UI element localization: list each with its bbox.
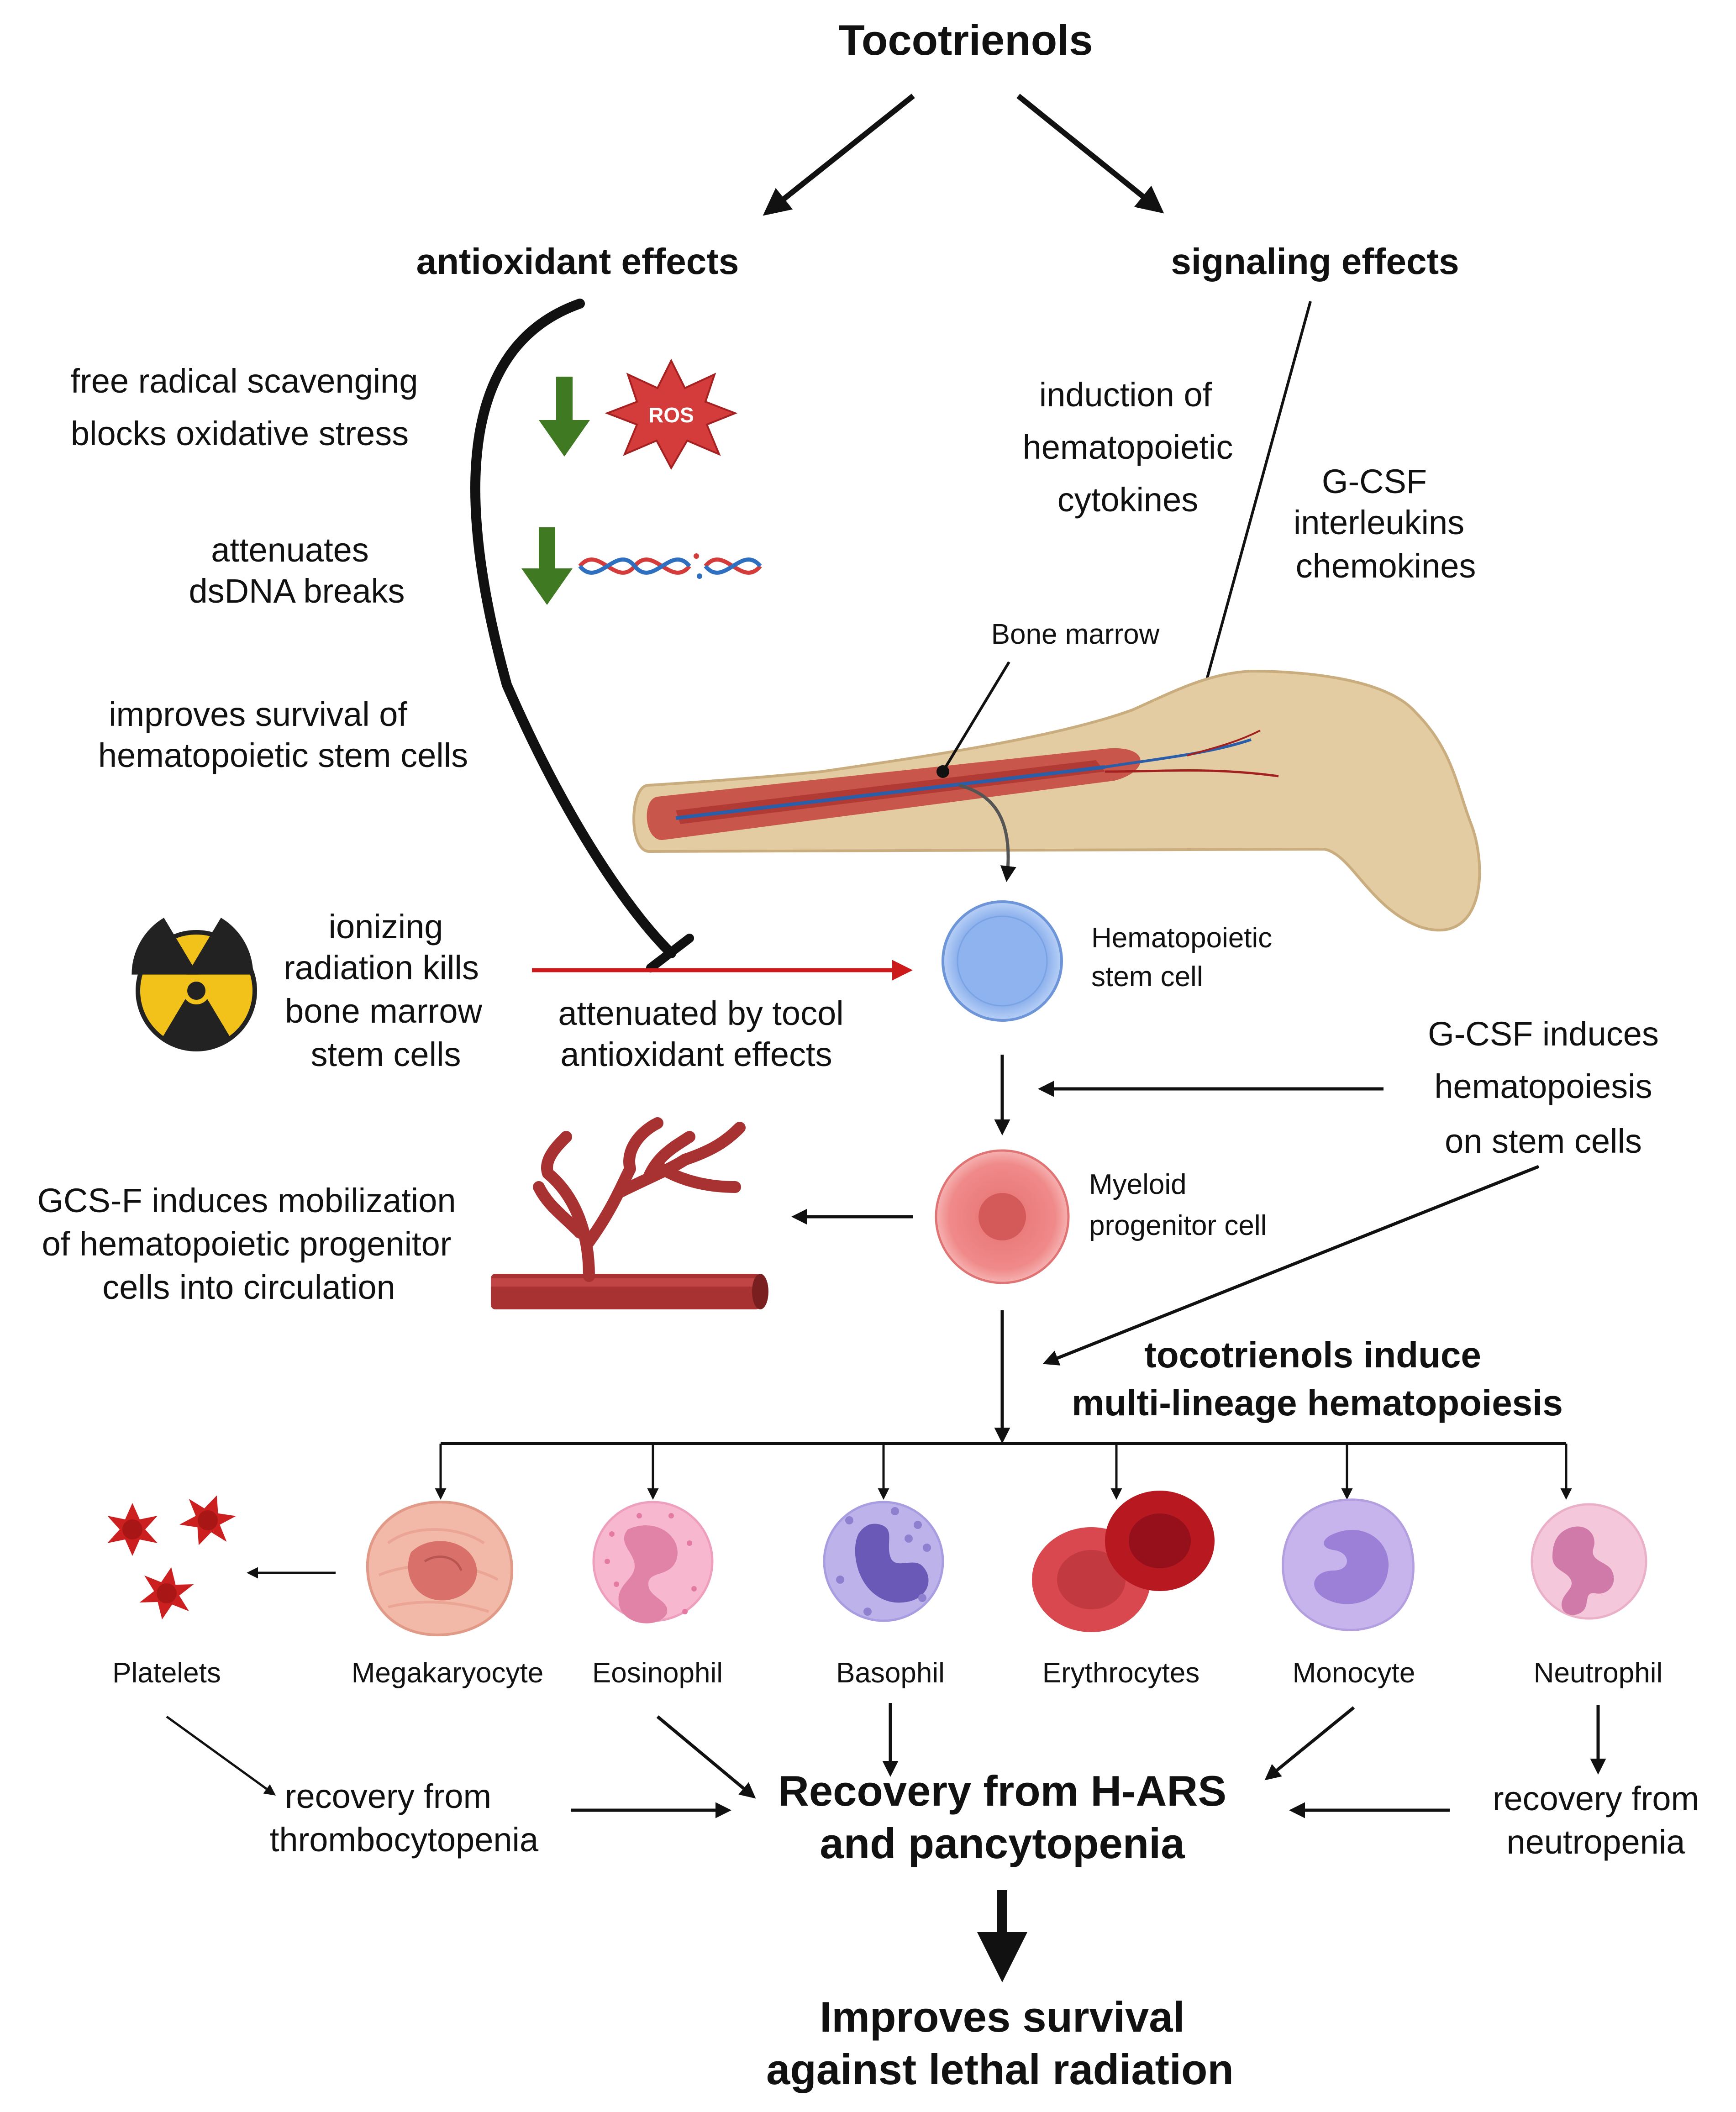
inhibition-curve [470, 299, 676, 958]
arrow-gcsf-to-multilineage [1042, 1165, 1540, 1366]
cell-label-basophil: Basophil [836, 1657, 945, 1689]
eosinophil-icon [592, 1501, 714, 1623]
neutrophil-icon [1531, 1503, 1647, 1620]
note-dna-1: attenuates [211, 531, 369, 569]
note-factors-3: chemokines [1296, 547, 1476, 585]
title: Tocotrienols [838, 16, 1093, 64]
note-scavenging-1: free radical scavenging [71, 362, 418, 400]
cell-label-erythrocytes: Erythrocytes [1042, 1657, 1200, 1689]
progenitor-label-1: Myeloid [1089, 1169, 1187, 1200]
radiation-text-4: stem cells [311, 1035, 461, 1073]
radiation-text-3: bone marrow [285, 992, 482, 1030]
dna-helix-icon [578, 553, 762, 579]
signaling-effects-heading: signaling effects [1171, 241, 1459, 282]
arrow-signaling-to-bone [1183, 301, 1312, 754]
bone-marrow-pointer-dot [936, 765, 949, 778]
arrow-monocyte-to-recovery [1264, 1706, 1355, 1781]
decrease-arrow-icon [521, 527, 573, 605]
bone-illustration [632, 669, 1481, 932]
recovery-main-1: Recovery from H-ARS [778, 1767, 1226, 1815]
arrow-platelets-to-recovery [166, 1715, 276, 1796]
arrow-title-to-signaling [1016, 94, 1164, 214]
final-1: Improves survival [820, 1993, 1184, 2041]
arrow-title-to-antioxidant [763, 94, 915, 216]
antioxidant-effects-heading: antioxidant effects [416, 241, 739, 282]
cell-label-monocyte: Monocyte [1293, 1657, 1415, 1689]
multi-lineage-text-1: tocotrienols induce [1144, 1334, 1481, 1375]
attenuated-text-2: antioxidant effects [560, 1035, 832, 1073]
note-cytokines-3: cytokines [1057, 481, 1198, 519]
cell-label-eosinophil: Eosinophil [592, 1657, 723, 1689]
final-2: against lethal radiation [766, 2045, 1234, 2093]
megakaryocyte-icon [366, 1500, 514, 1637]
myeloid-progenitor-cell-icon [935, 1149, 1070, 1284]
progenitor-label-2: progenitor cell [1089, 1210, 1267, 1241]
gcsf-induces-2: hematopoiesis [1434, 1067, 1652, 1105]
radiation-hazard-icon [132, 918, 257, 1051]
gcsf-induces-1: G-CSF induces [1428, 1015, 1659, 1053]
arrow-eosinophil-to-recovery [656, 1715, 756, 1799]
note-cytokines-2: hematopoietic [1023, 428, 1233, 466]
note-dna-2: dsDNA breaks [189, 572, 405, 610]
note-survival-1: improves survival of [109, 695, 407, 733]
radiation-text-2: radiation kills [284, 949, 479, 987]
recovery-thrombo-2: thrombocytopenia [270, 1821, 539, 1859]
blood-vessel-icon [491, 1117, 768, 1309]
cell-label-megakaryocyte: Megakaryocyte [352, 1657, 543, 1689]
recovery-neutro-1: recovery from [1493, 1780, 1699, 1818]
hematopoietic-stem-cell-icon [942, 900, 1063, 1022]
radiation-text-1: ionizing [329, 908, 443, 946]
ros-burst-icon: ROS [605, 358, 738, 470]
cell-label-neutrophil: Neutrophil [1534, 1657, 1663, 1689]
basophil-icon [823, 1501, 944, 1622]
inhibition-bar [646, 934, 694, 972]
mobilization-text-1: GCS-F induces mobilization [37, 1182, 456, 1219]
gcsf-induces-3: on stem cells [1445, 1122, 1642, 1160]
note-survival-2: hematopoietic stem cells [98, 736, 468, 774]
recovery-thrombo-1: recovery from [285, 1777, 491, 1815]
multi-lineage-text-2: multi-lineage hematopoiesis [1072, 1382, 1563, 1423]
recovery-neutro-2: neutropenia [1507, 1823, 1686, 1861]
note-scavenging-2: blocks oxidative stress [71, 415, 409, 452]
mobilization-text-3: cells into circulation [102, 1268, 395, 1306]
decrease-arrow-icon [539, 377, 590, 457]
erythrocytes-icon [1032, 1491, 1215, 1632]
stem-cell-label-2: stem cell [1091, 961, 1203, 993]
note-factors-2: interleukins [1294, 504, 1464, 541]
monocyte-icon [1282, 1498, 1415, 1631]
recovery-main-2: and pancytopenia [820, 1819, 1185, 1867]
ros-label: ROS [648, 403, 694, 427]
note-cytokines-1: induction of [1039, 376, 1212, 414]
bone-marrow-label: Bone marrow [991, 619, 1160, 650]
mobilization-text-2: of hematopoietic progenitor [42, 1225, 452, 1263]
platelets-icon [107, 1495, 236, 1620]
stem-cell-label-1: Hematopoietic [1091, 922, 1272, 954]
attenuated-text-1: attenuated by tocol [558, 994, 843, 1032]
note-factors-1: G-CSF [1322, 462, 1427, 500]
arrow-marrow-to-stem-cell [958, 783, 1016, 882]
bone-marrow-pointer [942, 661, 1010, 772]
cell-label-platelets: Platelets [112, 1657, 221, 1689]
